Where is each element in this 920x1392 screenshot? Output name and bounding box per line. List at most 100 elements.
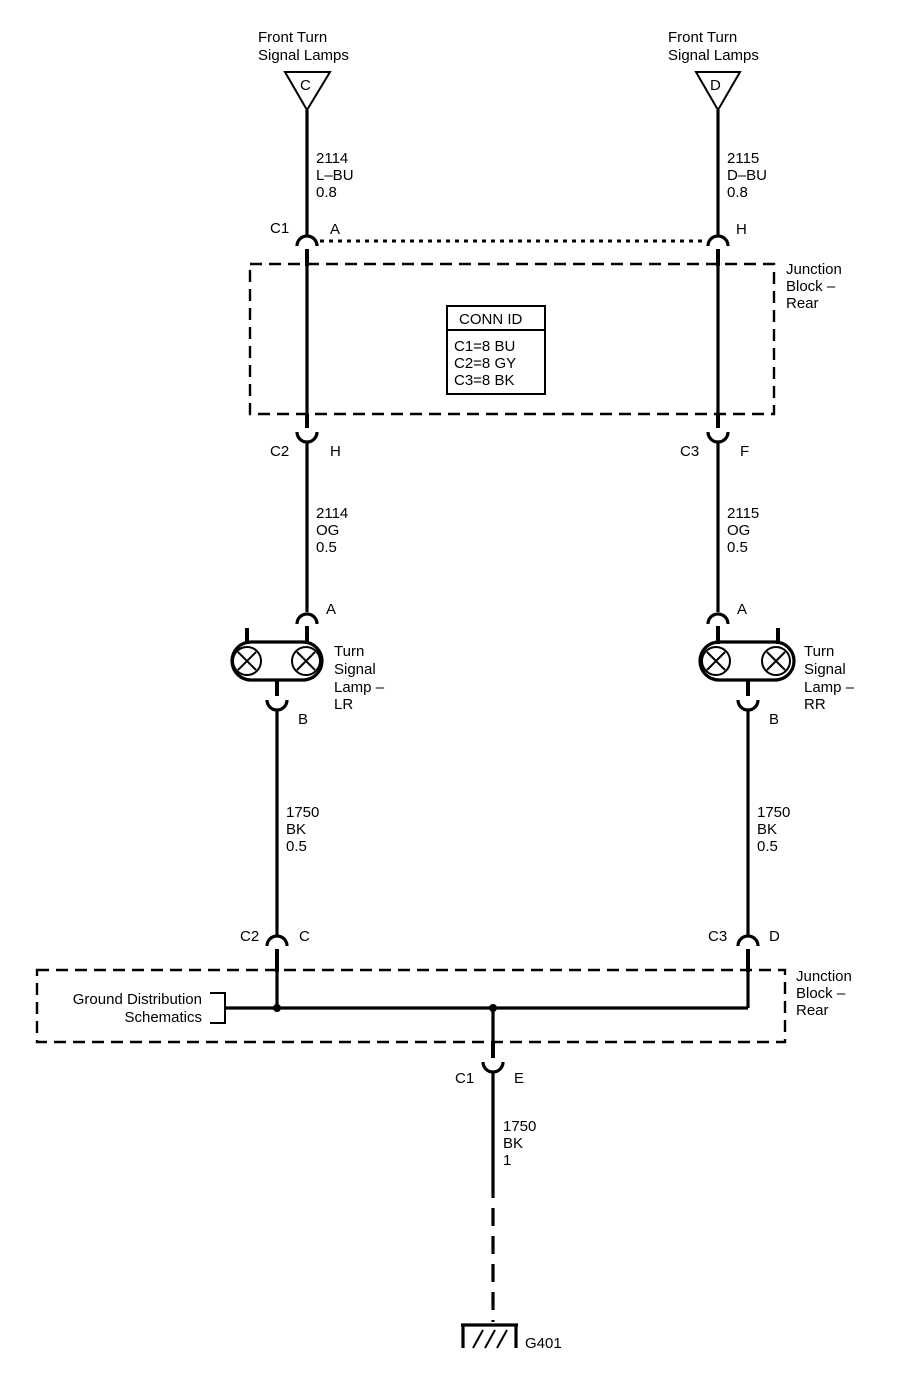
wire-circuit: 2114 — [316, 150, 348, 167]
wire-2115-og-label: 2115 OG 0.5 — [727, 505, 759, 556]
conn-id-box: CONN ID C1=8 BU C2=8 GY C3=8 BK — [446, 305, 546, 395]
jb-line2: Block – — [796, 985, 846, 1002]
junction-block-rear-upper-box — [248, 262, 776, 416]
wire-color: BK — [757, 821, 777, 838]
wire-circuit: 1750 — [757, 804, 790, 821]
lamp-rr-pin-a-connector — [706, 612, 730, 625]
ground-g401-icon: G401 — [461, 1323, 562, 1352]
pin-letter: H — [736, 221, 747, 238]
pin-letter: F — [740, 443, 749, 460]
wire-circuit: 2114 — [316, 505, 348, 522]
wire-2114-og-label: 2114 OG 0.5 — [316, 505, 348, 556]
junction-block-rear-lower-label: Junction Block – Rear — [796, 968, 852, 1019]
ground-ref-line1: Ground Distribution — [73, 991, 202, 1008]
pin-letter: A — [737, 601, 747, 618]
conn-id-line: C2=8 GY — [454, 355, 516, 372]
front-turn-signal-connector-d: Front Turn Signal Lamps D — [668, 29, 759, 112]
lamp-rr-label-line2: Signal — [804, 661, 846, 678]
pin-letter: B — [769, 711, 779, 728]
lamp-rr-bulb-1-icon — [701, 646, 731, 676]
connector-c1-pin-a: C1 A — [270, 220, 340, 266]
wire-gauge: 0.5 — [757, 838, 778, 855]
front-d-label-line1: Front Turn — [668, 29, 737, 46]
wire-gauge: 1 — [503, 1152, 511, 1169]
wire-color: L–BU — [316, 167, 354, 184]
junction-block-rear-lower-box — [35, 968, 787, 1044]
lamp-rr-label-line4: RR — [804, 696, 826, 713]
pin-letter: H — [330, 443, 341, 460]
jb-line2: Block – — [786, 278, 836, 295]
connector-name: C2 — [240, 928, 259, 945]
wire-gauge: 0.8 — [727, 184, 748, 201]
wire-color: D–BU — [727, 167, 767, 184]
junction-block-rear-upper-label: Junction Block – Rear — [786, 261, 842, 312]
connector-c1-pin-h: H — [706, 221, 747, 266]
connector-d-letter: D — [710, 77, 721, 94]
front-c-label-line1: Front Turn — [258, 29, 327, 46]
wire-gauge: 0.5 — [286, 838, 307, 855]
lamp-lr-bulb-1-icon — [232, 646, 262, 676]
pin-letter: A — [330, 221, 340, 238]
turn-signal-lamp-lr: A B Turn Signal Lamp – LR — [230, 601, 385, 728]
lamp-rr-bulb-2-icon — [761, 646, 791, 676]
connector-c3-pin-f: C3 F — [680, 414, 749, 460]
wire-2114-lbu-label: 2114 L–BU 0.8 — [316, 150, 354, 201]
connector-name: C3 — [680, 443, 699, 460]
connector-c1-pin-e: C1 E — [455, 1042, 524, 1087]
wire-color: OG — [727, 522, 750, 539]
lamp-rr-label-line1: Turn — [804, 643, 834, 660]
connector-name: C2 — [270, 443, 289, 460]
jb-line1: Junction — [796, 968, 852, 985]
connector-d-triangle — [694, 71, 742, 112]
wire-circuit: 2115 — [727, 505, 759, 522]
wire-color: OG — [316, 522, 339, 539]
ground-label: G401 — [525, 1335, 562, 1352]
lamp-lr-pin-a-connector — [295, 612, 319, 625]
wire-color: BK — [286, 821, 306, 838]
jb-line3: Rear — [786, 295, 819, 312]
connector-name: C3 — [708, 928, 727, 945]
lamp-lr-label-line4: LR — [334, 696, 353, 713]
connector-name: C1 — [455, 1070, 474, 1087]
lamp-lr-label-line3: Lamp – — [334, 679, 385, 696]
pin-letter: D — [769, 928, 780, 945]
pin-letter: B — [298, 711, 308, 728]
wire-gauge: 0.5 — [727, 539, 748, 556]
jb-line1: Junction — [786, 261, 842, 278]
conn-id-title: CONN ID — [459, 311, 523, 328]
lamp-rr-label-line3: Lamp – — [804, 679, 855, 696]
lamp-lr-pin-b-connector — [265, 699, 289, 712]
wire-circuit: 2115 — [727, 150, 759, 167]
wire-2115-dbu-label: 2115 D–BU 0.8 — [727, 150, 767, 201]
front-c-label-line2: Signal Lamps — [258, 47, 349, 64]
conn-id-line: C1=8 BU — [454, 338, 515, 355]
wire-circuit: 1750 — [503, 1118, 536, 1135]
conn-id-line: C3=8 BK — [454, 372, 514, 389]
lamp-lr-label-line1: Turn — [334, 643, 364, 660]
pin-letter: A — [326, 601, 336, 618]
pin-letter: E — [514, 1070, 524, 1087]
wire-color: BK — [503, 1135, 523, 1152]
wire-gauge: 0.5 — [316, 539, 337, 556]
pin-letter: C — [299, 928, 310, 945]
splice-left — [273, 1004, 281, 1012]
front-d-label-line2: Signal Lamps — [668, 47, 759, 64]
wire-1750-bk-left-label: 1750 BK 0.5 — [286, 804, 319, 855]
wire-1750-bk-right-label: 1750 BK 0.5 — [757, 804, 790, 855]
wire-gauge: 0.8 — [316, 184, 337, 201]
connector-c-triangle — [283, 71, 332, 112]
jb-line3: Rear — [796, 1002, 829, 1019]
front-turn-signal-connector-c: Front Turn Signal Lamps C — [258, 29, 349, 112]
lamp-lr-bulb-2-icon — [291, 646, 321, 676]
ground-distribution-reference[interactable]: Ground Distribution Schematics — [73, 991, 226, 1026]
connector-c2-pin-c: C2 C — [240, 928, 310, 972]
ground-ref-line2: Schematics — [124, 1009, 202, 1026]
connector-c3-pin-d: C3 D — [708, 928, 780, 972]
turn-signal-lamp-rr: A B Turn Signal Lamp – RR — [698, 601, 855, 728]
connector-c-letter: C — [300, 77, 311, 94]
connector-name: C1 — [270, 220, 289, 237]
lamp-lr-label-line2: Signal — [334, 661, 376, 678]
lamp-rr-pin-b-connector — [736, 699, 760, 712]
wire-1750-bk-ground-label: 1750 BK 1 — [503, 1118, 536, 1169]
